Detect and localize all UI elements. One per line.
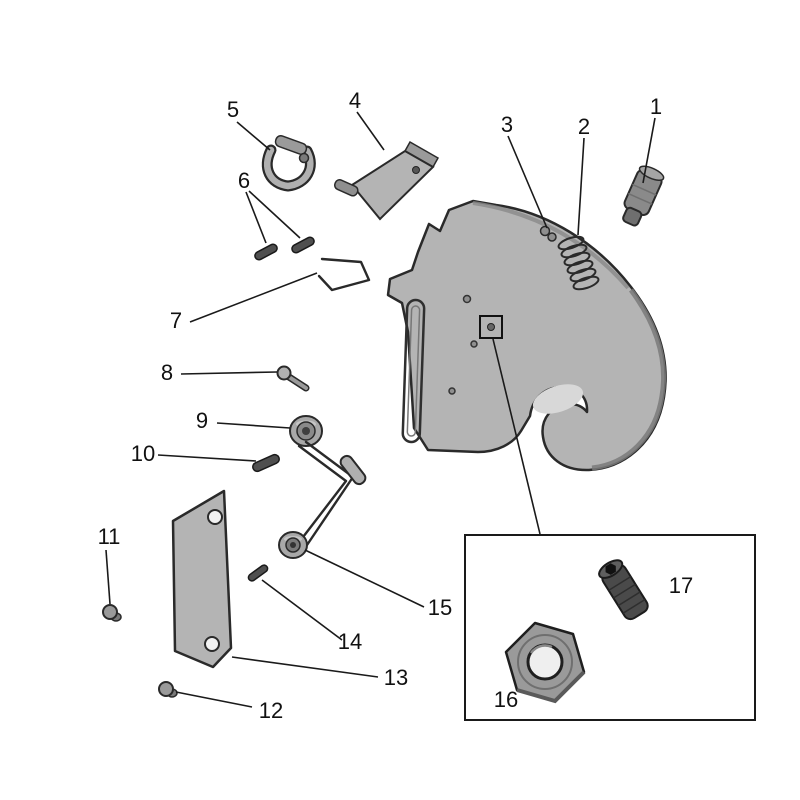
- label-2: 2: [578, 114, 590, 139]
- body-hole-2: [470, 340, 478, 348]
- hex-socket-hole: [605, 563, 616, 575]
- part-12-screw: [158, 681, 178, 698]
- part-4-bracket: [333, 140, 440, 221]
- latch-slot: [401, 298, 426, 444]
- label-10: 10: [131, 441, 155, 466]
- part-1-plunger: [622, 165, 665, 227]
- latch-slot-inner: [406, 305, 421, 437]
- part-3-detent: [539, 225, 557, 242]
- hook-mouth-highlight: [532, 384, 584, 414]
- part-13-cover-plate: [171, 489, 233, 669]
- inset-leader-line: [492, 338, 541, 535]
- part-16-hex-nut: [504, 621, 586, 704]
- part-7-wire-loop: [317, 257, 371, 292]
- hook-top-shading: [472, 201, 630, 290]
- hook-body: [386, 199, 667, 472]
- body-hole-3: [448, 387, 456, 395]
- body-hole-1: [462, 294, 472, 304]
- label-9: 9: [196, 408, 208, 433]
- leader-lines: [105, 111, 656, 708]
- part-9-roller: [289, 415, 323, 447]
- label-16: 16: [494, 687, 518, 712]
- part-10-pin: [252, 453, 280, 473]
- bracket-pin: [333, 179, 359, 197]
- latch-wire: [297, 440, 367, 547]
- part-17-set-screw: [598, 559, 649, 621]
- label-7: 7: [170, 308, 182, 333]
- hook-body-outline: [386, 199, 667, 472]
- label-15: 15: [428, 595, 452, 620]
- detail-inset-box: [464, 338, 756, 721]
- label-3: 3: [501, 112, 513, 137]
- label-5: 5: [227, 97, 239, 122]
- shackle-pin: [274, 135, 308, 155]
- part-5-shackle: [261, 135, 316, 192]
- label-4: 4: [349, 88, 361, 113]
- label-13: 13: [384, 665, 408, 690]
- label-8: 8: [161, 360, 173, 385]
- part-8-eye-bolt: [276, 365, 310, 392]
- part-14-pin: [247, 564, 269, 582]
- part-11-screw: [102, 604, 122, 622]
- label-6: 6: [238, 168, 250, 193]
- part-2-spring: [557, 235, 600, 291]
- hook-outer-shading: [591, 288, 667, 471]
- latch-sleeve: [339, 454, 367, 486]
- label-12: 12: [259, 698, 283, 723]
- part-6-roll-pins: [254, 236, 315, 261]
- part-labels: 1 2 3 4 5 6 7 8 9 10 11 12 13 14 15 16 1…: [98, 88, 694, 723]
- label-1: 1: [650, 94, 662, 119]
- label-11: 11: [98, 524, 121, 549]
- detail-marker-box: [479, 315, 503, 339]
- label-14: 14: [338, 629, 362, 654]
- detail-marker-hole: [487, 323, 495, 331]
- part-15-roller: [278, 531, 308, 559]
- label-17: 17: [669, 573, 693, 598]
